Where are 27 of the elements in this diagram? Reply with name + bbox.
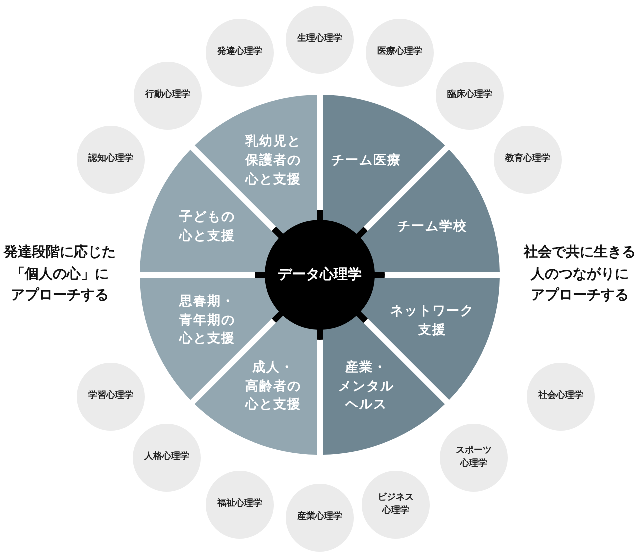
segment-label: ネットワーク支援 — [390, 302, 475, 340]
pie-segment — [323, 315, 446, 455]
field-circle: ビジネス心理学 — [362, 471, 430, 539]
field-circle: 教育心理学 — [494, 126, 562, 194]
field-circle: 行動心理学 — [134, 62, 202, 130]
field-circle: 産業心理学 — [286, 484, 354, 552]
segment-label: チーム学校 — [398, 218, 468, 237]
field-circle: 福祉心理学 — [206, 471, 274, 539]
field-circle: 生理心理学 — [286, 6, 354, 74]
segment-label: 乳幼児と保護者の心と支援 — [245, 134, 302, 190]
segment-label: チーム医療 — [332, 152, 402, 171]
segment-label: 子どもの心と支援 — [179, 209, 236, 246]
field-circle: 医療心理学 — [366, 19, 434, 87]
field-circle: 認知心理学 — [77, 126, 145, 194]
field-circle: 社会心理学 — [527, 363, 595, 431]
field-circle: スポーツ心理学 — [440, 424, 508, 492]
segment-label: 成人・高齢者の心と支援 — [245, 359, 302, 416]
field-circle: 臨床心理学 — [436, 62, 504, 130]
pie-segment — [194, 315, 317, 455]
segment-label: 思春期・青年期の心と支援 — [179, 293, 236, 350]
side-caption: 社会で共に生きる人のつながりにアプローチする — [524, 243, 636, 306]
segment-label: 産業・メンタルヘルス — [338, 359, 395, 416]
pie-segment — [360, 149, 500, 272]
side-caption: 発達段階に応じた「個人の心」にアプローチする — [4, 243, 116, 306]
field-circle: 人格心理学 — [133, 424, 201, 492]
field-circle: 学習心理学 — [77, 363, 145, 431]
field-circle: 発達心理学 — [206, 19, 274, 87]
